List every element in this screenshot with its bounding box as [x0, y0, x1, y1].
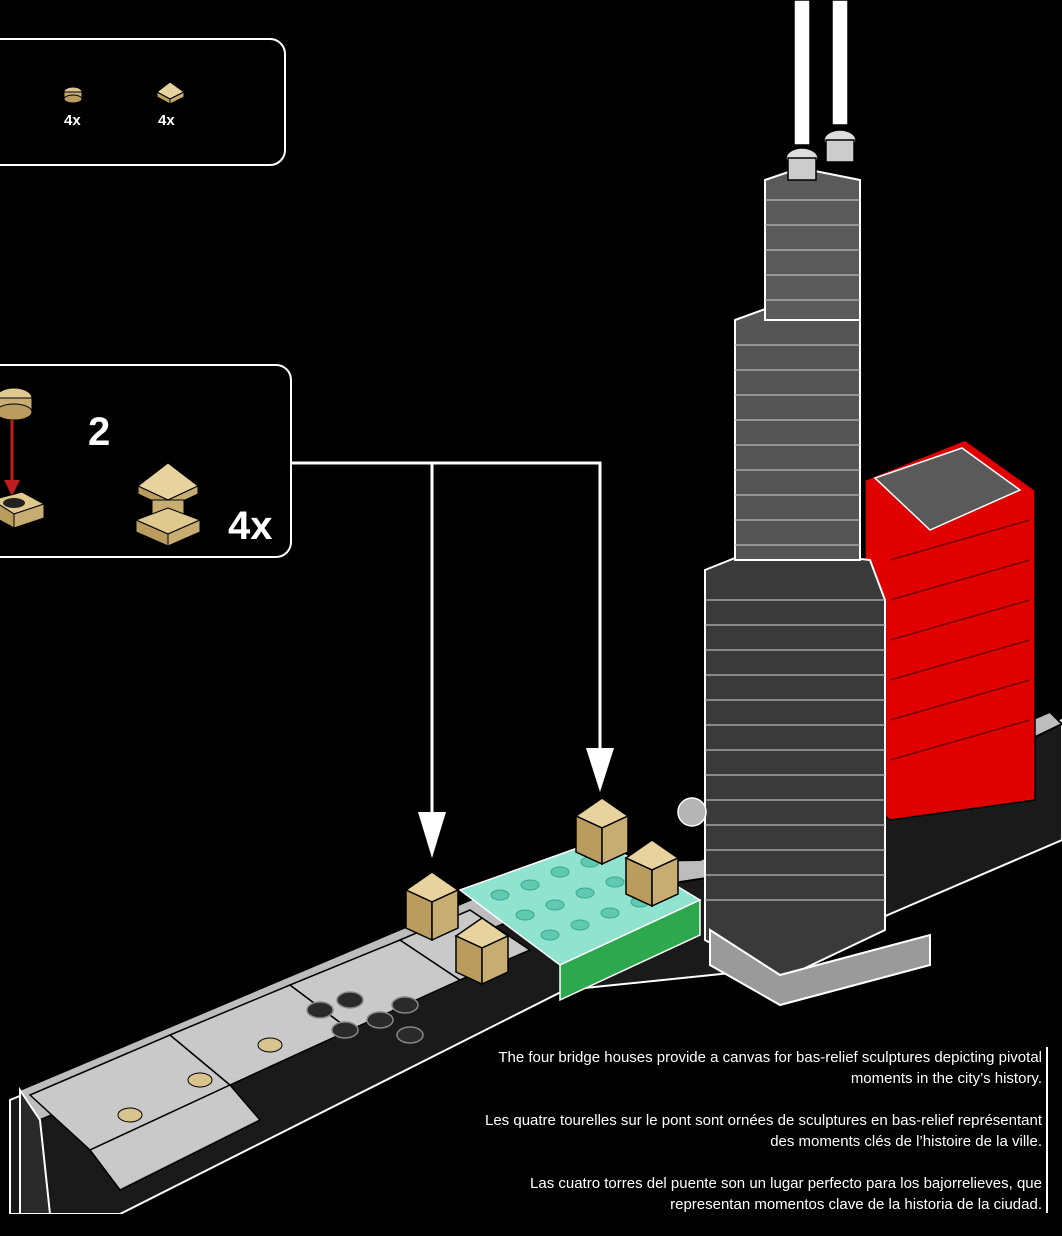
round-brick: [678, 798, 706, 826]
callout-arrows: [292, 463, 600, 820]
arrow-head-left: [418, 812, 446, 858]
plate-assembly-icon: [0, 388, 44, 528]
bridge-house-result-icon: [136, 463, 200, 546]
caption-block: The four bridge houses provide a canvas …: [482, 1047, 1042, 1236]
caption-fr: Les quatre tourelles sur le pont sont or…: [482, 1110, 1042, 1152]
caption-divider: [1046, 1047, 1048, 1213]
red-building: [865, 440, 1035, 820]
caption-es: Las cuatro torres del puente son un luga…: [482, 1173, 1042, 1215]
antennas: [786, 0, 856, 180]
bridge-house-3: [576, 798, 628, 864]
bridge-house-1: [406, 872, 458, 940]
bridge-house-4: [626, 840, 678, 906]
tan-pyramid-tile-icon: [157, 82, 184, 104]
caption-en: The four bridge houses provide a canvas …: [482, 1047, 1042, 1089]
arrow-head-right: [586, 748, 614, 792]
base-tiles: [30, 910, 530, 1190]
main-tower: [705, 168, 885, 980]
round-tan-plate-icon: [64, 87, 82, 103]
